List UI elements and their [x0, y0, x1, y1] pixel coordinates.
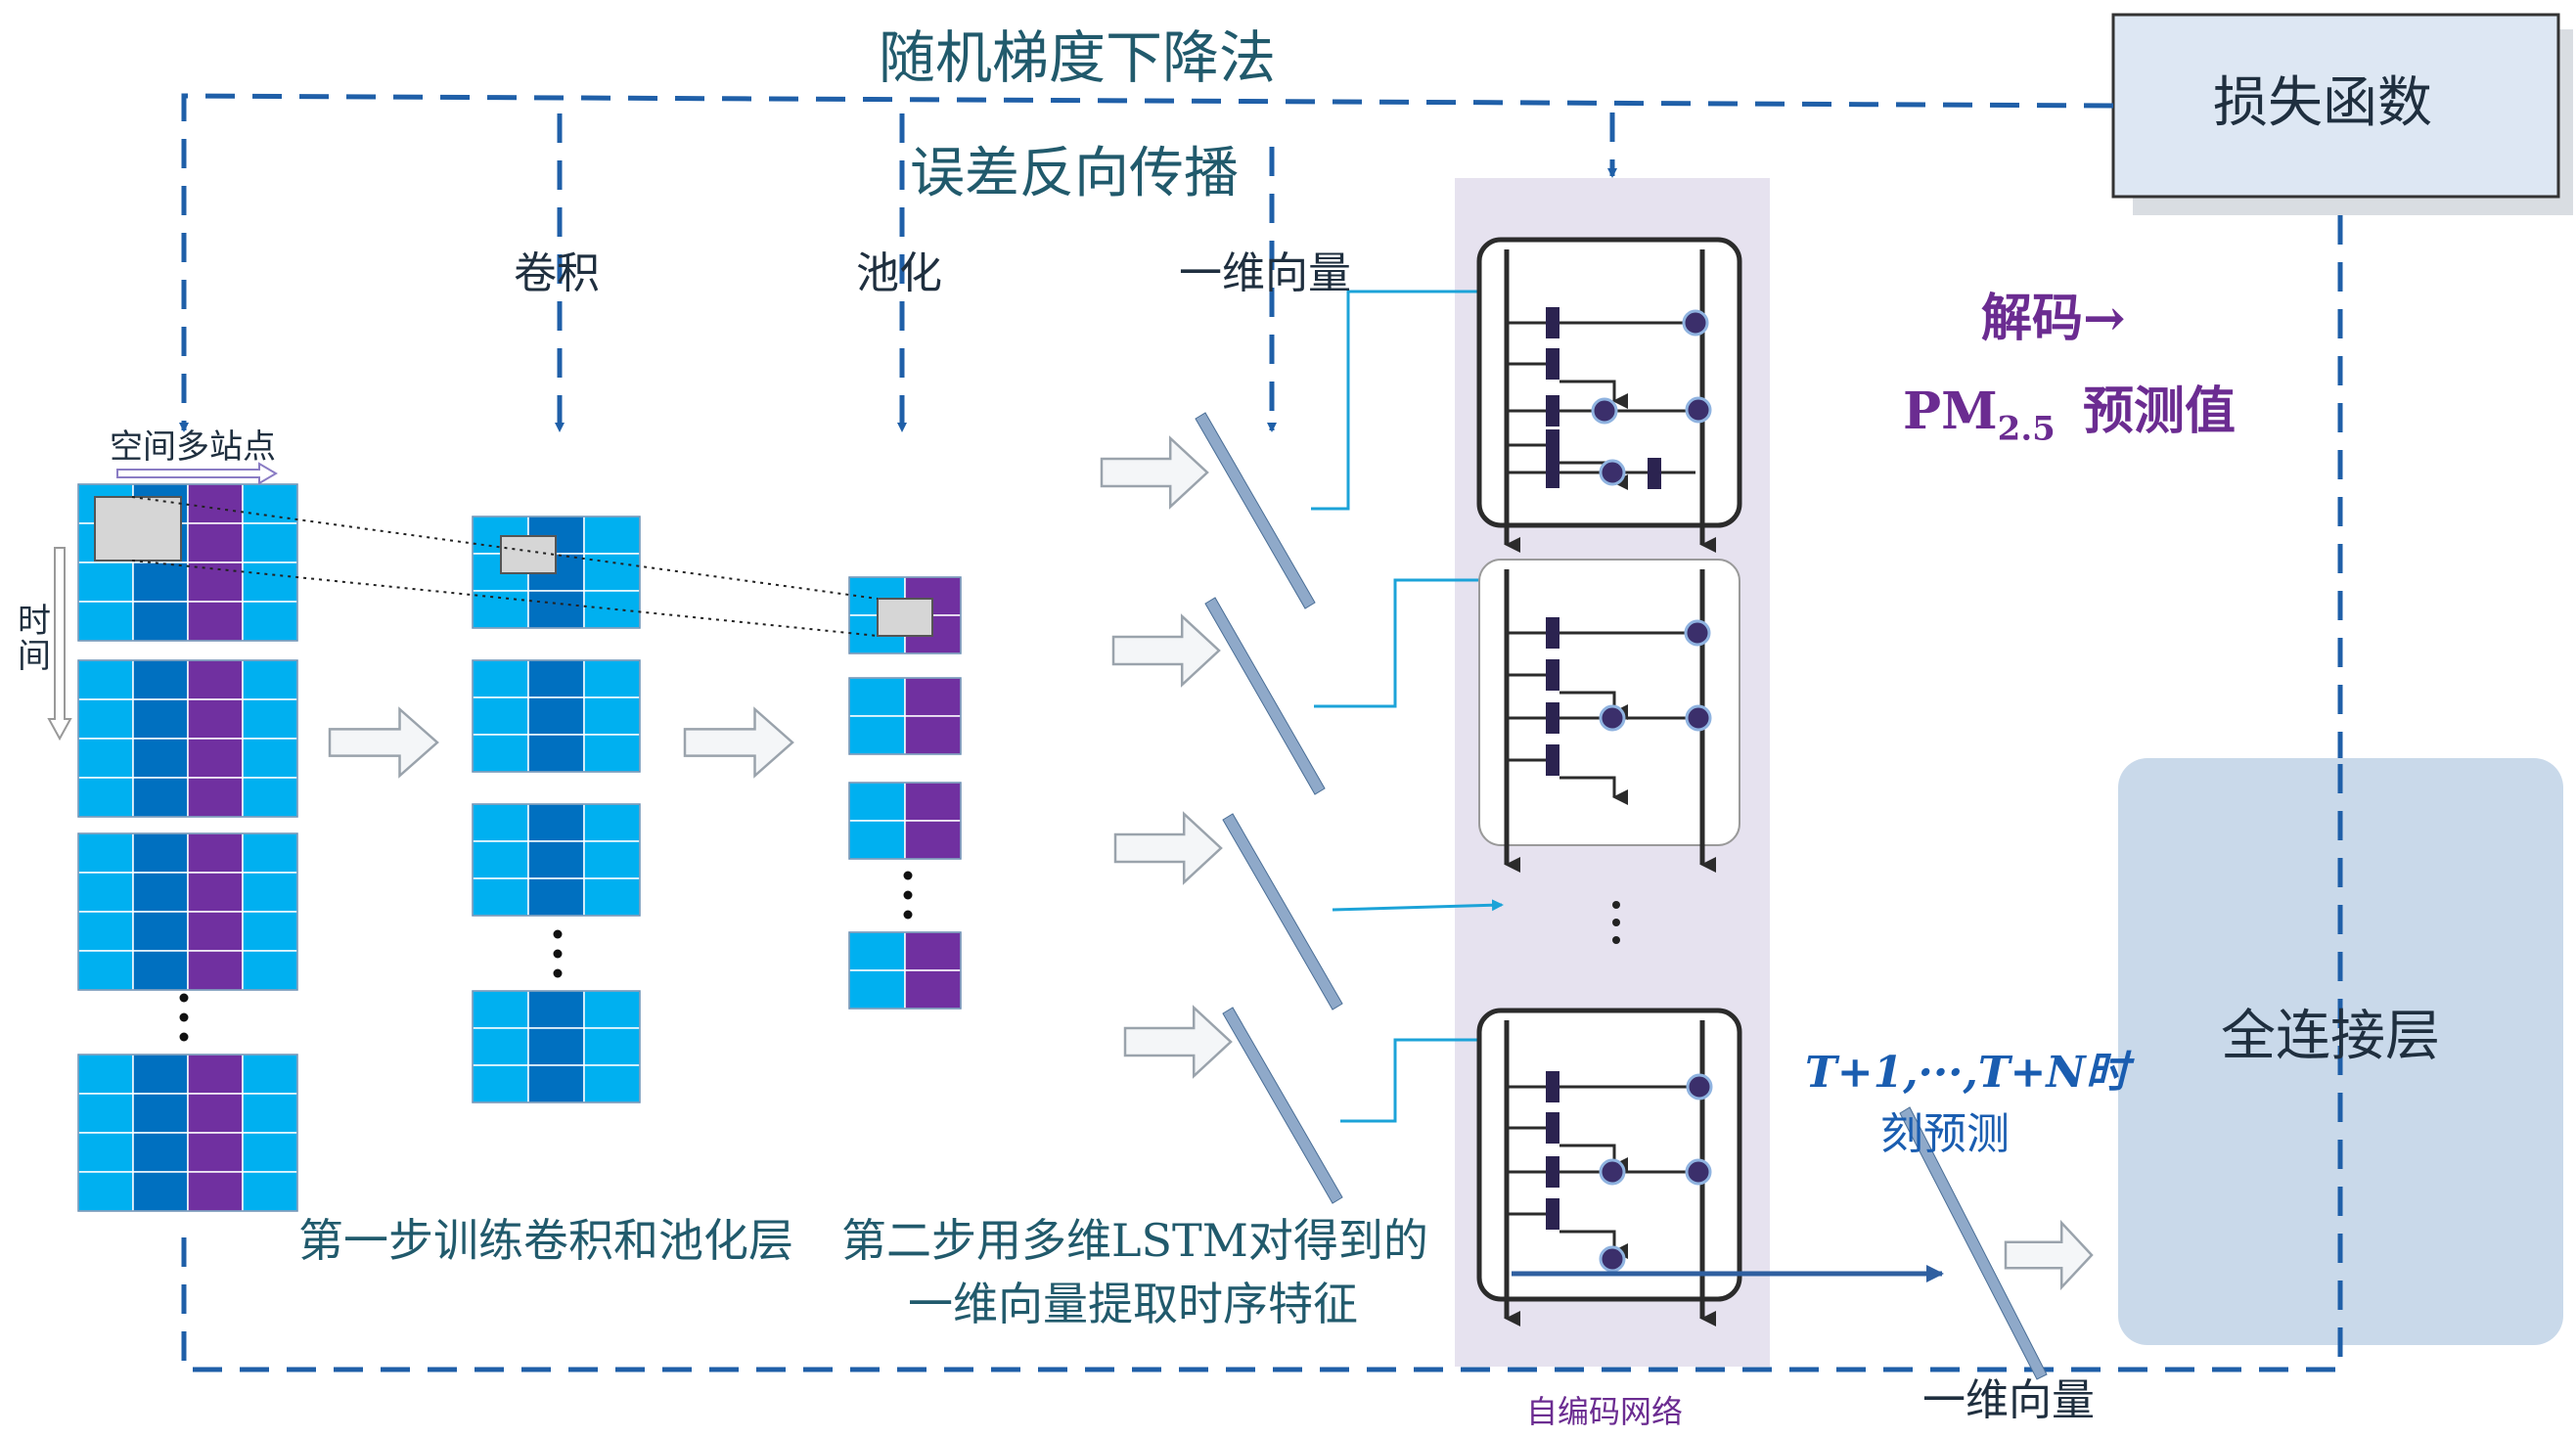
conv-label: 卷积 [514, 248, 600, 298]
spatial-stations-label: 空间多站点 [110, 427, 276, 467]
pool-ellipsis [903, 871, 913, 920]
conv-matrix [472, 659, 641, 773]
input-ellipsis [179, 993, 189, 1042]
fc-layer-label: 全连接层 [2221, 1005, 2440, 1068]
lstm-ellipsis [1612, 901, 1620, 944]
feedback-loop [179, 93, 2343, 1372]
conv-matrix-stack [472, 516, 641, 1103]
lstm-cell [1478, 559, 1740, 873]
vector-bars [1195, 412, 2048, 1380]
pm-sub: 2.5 [1997, 409, 2056, 449]
time-label: 时间 [18, 602, 51, 676]
forecast-line2: 刻预测 [1880, 1109, 2010, 1159]
hollow-arrow [2004, 1219, 2094, 1291]
input-matrix-stack [77, 483, 298, 1212]
step2-line1: 第二步用多维LSTM对得到的 [841, 1214, 1428, 1267]
hollow-arrow [1113, 811, 1223, 885]
pool-matrix-stack [848, 576, 962, 1010]
forecast-line1: T+1,···,T+N时 [1805, 1048, 2129, 1098]
step1-label: 第一步训练卷积和池化层 [298, 1214, 793, 1267]
pool-matrix [848, 931, 962, 1010]
pred-value-text: 预测值 [2082, 382, 2236, 441]
lstm-gate [1648, 458, 1661, 489]
lstm-node [1685, 396, 1712, 424]
loss-function-label: 损失函数 [2213, 71, 2432, 135]
lstm-cells [1476, 237, 1742, 1326]
step2-line2: 一维向量提取时序特征 [908, 1278, 1358, 1330]
spatial-arrow [116, 462, 278, 485]
input-matrix [77, 832, 298, 991]
vector-top-label: 一维向量 [1179, 248, 1351, 298]
vector-connectors [1311, 286, 1504, 1123]
hollow-arrow [328, 706, 439, 779]
pool-label: 池化 [856, 248, 942, 298]
conv-matrix [472, 803, 641, 917]
hollow-arrow [1111, 613, 1221, 688]
backprop-label: 误差反向传播 [910, 142, 1239, 205]
lstm-node [1685, 704, 1712, 732]
conv-matrix [472, 990, 641, 1103]
sgd-label: 随机梯度下降法 [879, 24, 1277, 91]
conv-ellipsis [553, 929, 563, 978]
autoencoder-label: 自编码网络 [1526, 1393, 1684, 1430]
hollow-arrow [1100, 435, 1209, 510]
pool-matrix [848, 782, 962, 860]
decode-label: 解码→ [1981, 289, 2126, 348]
lstm-node [1599, 1245, 1626, 1273]
lstm-node [1685, 1158, 1712, 1186]
pm-text: PM [1903, 382, 1998, 441]
hollow-arrow [1123, 1005, 1233, 1079]
time-arrow [47, 547, 72, 741]
input-matrix [77, 659, 298, 818]
vector-bottom-label: 一维向量 [1922, 1375, 2095, 1425]
stage-arrows [328, 435, 2094, 1291]
input-matrix [77, 1054, 298, 1212]
hollow-arrow [683, 706, 794, 779]
receptive-field [94, 496, 933, 637]
lstm-cell [1476, 1008, 1742, 1326]
pm25-label: PM2.5 预测值 [1903, 386, 2236, 449]
pool-matrix [848, 677, 962, 755]
loss-function-box [2111, 13, 2573, 215]
lstm-cell [1476, 237, 1742, 553]
